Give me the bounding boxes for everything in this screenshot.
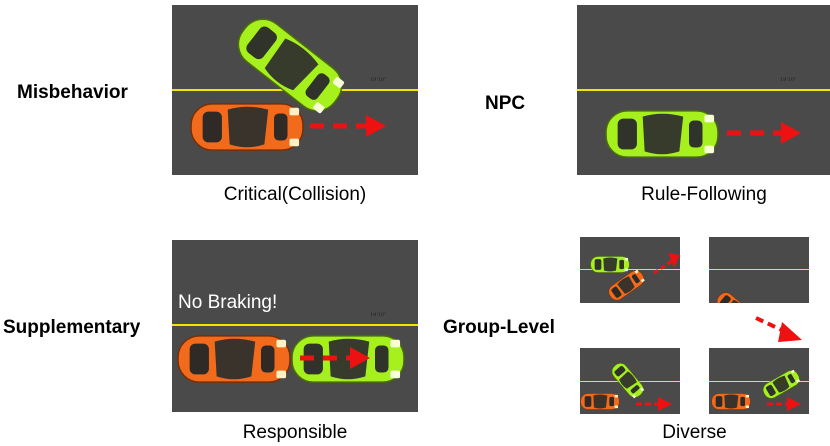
green-car-icon <box>590 256 630 273</box>
orange-car-icon <box>713 289 757 303</box>
green-car-icon <box>760 367 803 402</box>
green-car-icon <box>605 110 719 158</box>
scene-group-3 <box>580 360 672 411</box>
scene-group-1 <box>590 253 680 303</box>
red-dashed-arrow-icon <box>727 122 801 144</box>
lane-line <box>172 324 418 326</box>
caption-responsible: Responsible <box>242 422 348 443</box>
panel-group-2 <box>709 237 809 303</box>
scene-group-2 <box>713 289 757 303</box>
road-marking: 19'10" <box>370 312 387 318</box>
no-braking-text: No Braking! <box>178 292 278 313</box>
scene-misbehavior <box>190 9 386 151</box>
road-marking: 19'10" <box>780 77 797 83</box>
red-dashed-arrow-icon <box>300 347 370 369</box>
scene-supplementary <box>177 335 405 383</box>
panel-group-4 <box>709 348 809 414</box>
caption-diverse: Diverse <box>662 422 727 443</box>
red-dashed-arrow-icon <box>653 253 680 275</box>
label-supplementary: Supplementary <box>3 317 141 338</box>
red-dashed-arrow-icon <box>755 316 802 342</box>
lane-line <box>580 269 680 270</box>
label-group-level: Group-Level <box>443 317 555 338</box>
panel-group-3 <box>580 348 680 414</box>
caption-rule-following: Rule-Following <box>641 184 767 205</box>
red-dashed-arrow-icon <box>636 397 672 411</box>
panel-supplementary: 19'10" No Braking! <box>172 240 418 412</box>
lane-line <box>709 269 809 270</box>
scene-group-4 <box>711 367 803 411</box>
orange-car-icon <box>605 267 647 303</box>
orange-car-icon <box>711 393 751 410</box>
road-marking: 19'10" <box>370 77 387 83</box>
red-dashed-arrow-icon <box>767 397 801 411</box>
lane-line <box>709 381 809 382</box>
panel-misbehavior: 19'10" <box>172 5 418 175</box>
red-dashed-arrow-icon <box>310 115 386 137</box>
label-misbehavior: Misbehavior <box>17 82 128 103</box>
orange-car-icon <box>580 393 620 410</box>
label-npc: NPC <box>485 93 526 114</box>
scene-npc <box>605 110 801 158</box>
panel-group-1 <box>580 237 680 303</box>
orange-car-icon <box>177 335 291 383</box>
panel-npc: 19'10" <box>577 5 830 175</box>
caption-critical: Critical(Collision) <box>223 184 367 205</box>
orange-car-icon <box>190 103 304 151</box>
lane-line <box>577 89 830 91</box>
